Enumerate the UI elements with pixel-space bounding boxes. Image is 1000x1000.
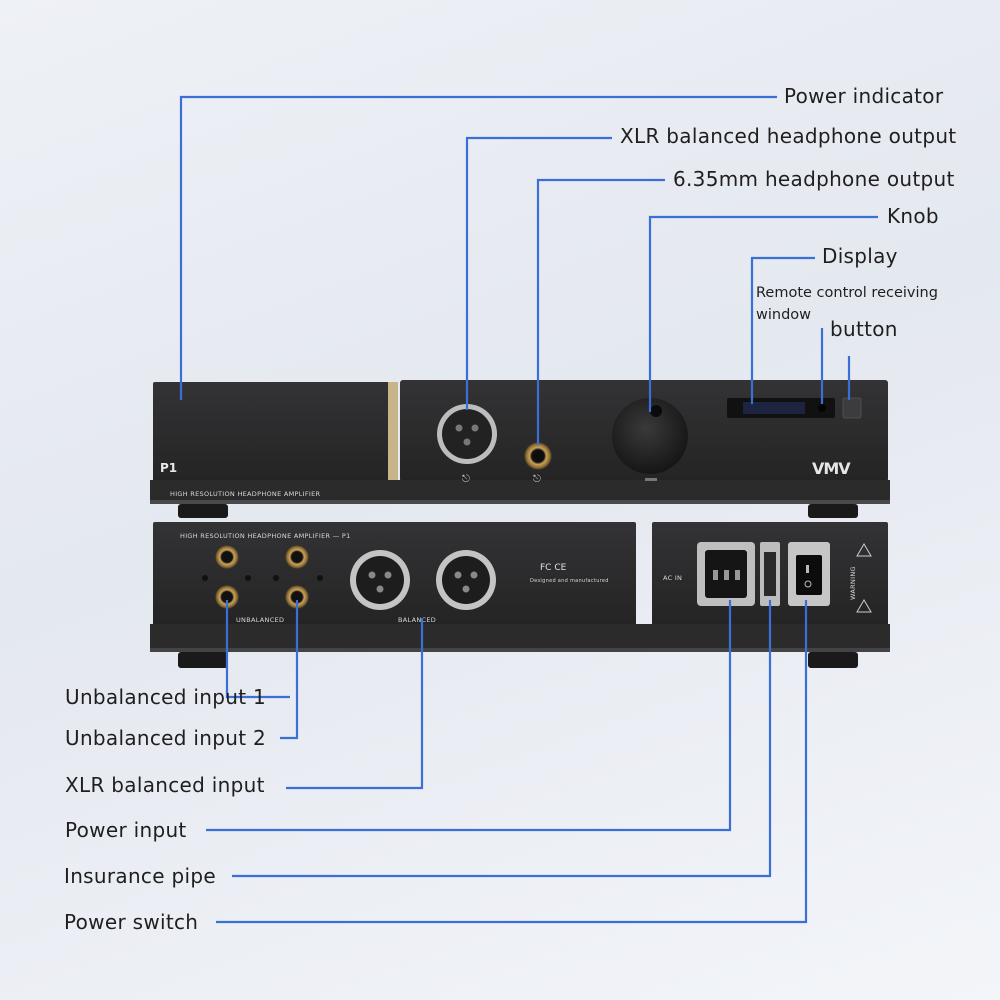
front-base-plate	[150, 480, 890, 502]
label-unbalanced-input-1: Unbalanced input 1	[65, 685, 267, 709]
front-left-panel	[153, 382, 390, 482]
fuse-holder-inner	[764, 552, 776, 596]
warning-triangle-icon	[856, 543, 872, 557]
label-button: button	[830, 317, 898, 341]
rca-input-1-left	[215, 545, 239, 569]
front-base-highlight	[150, 500, 890, 504]
headphone-icon: ⎋	[462, 474, 470, 485]
ac-in-marking: AC IN	[663, 574, 682, 582]
rear-header: HIGH RESOLUTION HEADPHONE AMPLIFIER — P1	[180, 532, 351, 540]
callout-line-headphone-635	[536, 178, 665, 445]
label-remote-window-line2: window	[756, 307, 812, 323]
volume-knob	[612, 398, 688, 474]
rear-foot-right	[808, 652, 858, 668]
display-screen	[743, 402, 805, 414]
front-foot-right	[808, 504, 858, 518]
rca-screw	[273, 575, 279, 581]
volume-knob-indicator	[650, 405, 662, 417]
rear-base-highlight	[150, 648, 890, 652]
volume-scale-mark	[645, 478, 657, 481]
label-display: Display	[822, 244, 898, 268]
power-switch-rocker	[796, 555, 822, 595]
made-note: Designed and manufactured	[530, 578, 609, 584]
callout-lines	[179, 95, 878, 924]
rca-input-2-left	[285, 545, 309, 569]
label-xlr-balanced-input: XLR balanced input	[65, 773, 265, 797]
label-power-indicator: Power indicator	[784, 84, 944, 108]
headphone-icon: ⎋	[533, 474, 541, 485]
label-unbalanced-input-2: Unbalanced input 2	[65, 726, 267, 750]
label-remote-window-line1: Remote control receiving	[756, 285, 938, 301]
label-power-switch: Power switch	[64, 910, 199, 934]
label-xlr-headphone-output: XLR balanced headphone output	[620, 124, 957, 148]
xlr-input-left-inner	[356, 556, 404, 604]
cert-marks: FC CE	[540, 563, 567, 573]
callout-line-xlr-input	[286, 618, 424, 790]
callout-line-unbalanced-2	[280, 600, 299, 740]
xlr-input-right-pin	[470, 571, 478, 579]
iec-pin	[713, 570, 718, 580]
xlr-input-right-pin	[454, 571, 462, 579]
rear-foot-left	[178, 652, 228, 668]
xlr-input-left-pin	[376, 585, 384, 593]
rca-screw	[202, 575, 208, 581]
xlr-headphone-pin-1	[455, 424, 463, 432]
balanced-marking: BALANCED	[398, 616, 436, 624]
label-insurance-pipe: Insurance pipe	[64, 864, 216, 888]
iec-pin	[724, 570, 729, 580]
rca-screw	[317, 575, 323, 581]
callout-line-power-input	[206, 600, 732, 832]
callout-line-power-switch	[216, 600, 808, 924]
xlr-input-left-pin	[368, 571, 376, 579]
label-power-input: Power input	[65, 818, 187, 842]
xlr-input-left-pin	[384, 571, 392, 579]
iec-pin	[735, 570, 740, 580]
front-subtitle: HIGH RESOLUTION HEADPHONE AMPLIFIER	[170, 490, 321, 498]
xlr-input-right-inner	[442, 556, 490, 604]
callout-line-display	[750, 256, 815, 404]
callout-line-xlr-headphone	[465, 136, 612, 410]
rca-screw	[245, 575, 251, 581]
xlr-headphone-jack-inner	[442, 409, 492, 459]
label-knob: Knob	[887, 204, 939, 228]
callout-line-power-indicator	[179, 95, 777, 400]
rca-input-1-right	[215, 585, 239, 609]
remote-ir-window	[818, 404, 826, 412]
warning-triangle-icon	[856, 599, 872, 613]
warning-label: WARNING	[849, 566, 857, 600]
power-switch-on-mark	[806, 565, 809, 573]
front-foot-left	[178, 504, 228, 518]
front-button	[842, 397, 862, 419]
xlr-input-right-pin	[462, 585, 470, 593]
label-headphone-output-635: 6.35mm headphone output	[673, 167, 955, 191]
front-logo: VMV	[812, 459, 851, 478]
headphone-635-jack-hole	[533, 451, 543, 461]
unbalanced-marking: UNBALANCED	[236, 616, 284, 624]
rear-base-plate	[150, 624, 890, 650]
xlr-headphone-pin-2	[471, 424, 479, 432]
callout-line-insurance-pipe	[232, 600, 772, 878]
power-switch-off-mark	[804, 580, 812, 588]
front-model-label: P1	[160, 461, 177, 475]
callout-line-unbalanced-1	[225, 600, 290, 699]
rca-input-2-right	[285, 585, 309, 609]
callout-line-knob	[648, 215, 878, 412]
front-left-panel-edge	[388, 382, 398, 482]
front-unit: P1 HIGH RESOLUTION HEADPHONE AMPLIFIER ⎋…	[150, 380, 890, 518]
xlr-headphone-pin-3	[463, 438, 471, 446]
rear-unit: HIGH RESOLUTION HEADPHONE AMPLIFIER — P1…	[150, 522, 890, 668]
